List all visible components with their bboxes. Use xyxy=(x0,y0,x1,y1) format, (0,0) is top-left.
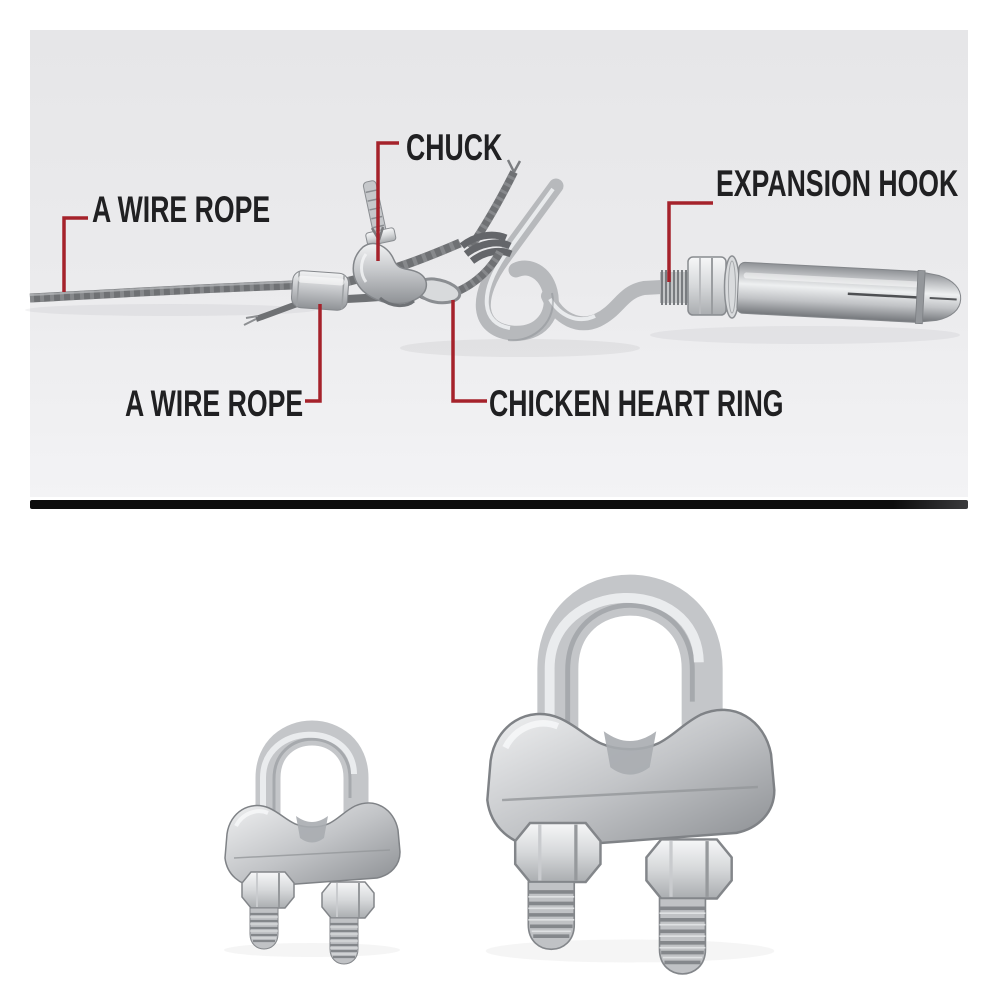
wire-rope-clip-small xyxy=(224,733,400,964)
wire-rope-clip-large xyxy=(486,595,775,974)
divider-bar xyxy=(30,500,968,509)
label-wire-rope-bottom: A WIRE ROPE xyxy=(125,383,304,424)
diagram-panel xyxy=(30,30,968,497)
label-expansion-hook: EXPANSION HOOK xyxy=(716,163,959,204)
label-chuck: CHUCK xyxy=(406,127,503,168)
label-wire-rope-top: A WIRE ROPE xyxy=(92,189,271,230)
label-chicken-heart-ring: CHICKEN HEART RING xyxy=(489,383,784,424)
